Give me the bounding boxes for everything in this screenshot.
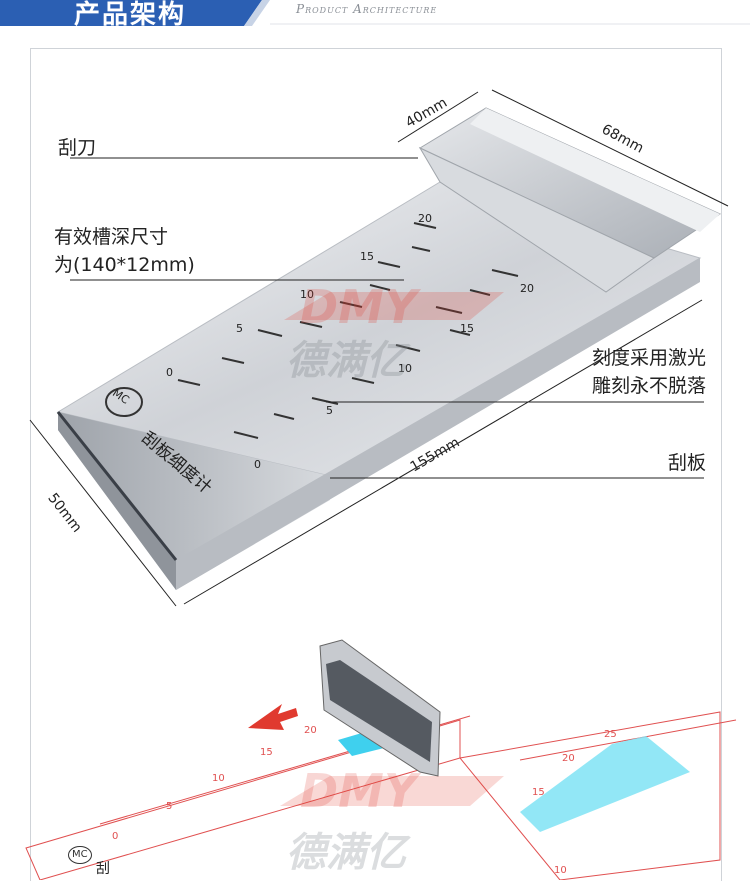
right-scale-ticks <box>233 269 519 439</box>
gauge-right-5: 5 <box>326 404 333 417</box>
watermark-brand: DMY <box>300 280 418 334</box>
mc-badge <box>105 387 143 417</box>
gauge-plate-side <box>58 412 176 590</box>
gauge-right-15: 15 <box>460 322 474 335</box>
diagram-left-15: 15 <box>260 747 273 758</box>
scraper-label: 刮刀 <box>58 137 97 159</box>
gauge-right-0: 0 <box>254 458 261 471</box>
watermark-cn: 德满亿 <box>286 338 406 384</box>
diagram-left-0: 0 <box>112 831 119 842</box>
groove-label-line1: 有效槽深尺寸 <box>54 226 169 248</box>
gauge-right-10: 10 <box>398 362 412 375</box>
gauge-left-5: 5 <box>236 322 243 335</box>
left-scale-ticks <box>177 222 437 386</box>
diagram-left-20: 20 <box>304 725 317 736</box>
gauge-right-20: 20 <box>520 282 534 295</box>
diagram-left-10: 10 <box>212 773 225 784</box>
diagram-badge-text: 刮 <box>96 861 110 877</box>
cyan-groove-right <box>520 736 690 832</box>
diagram-right-20: 20 <box>562 753 575 764</box>
gauge-left-0: 0 <box>166 366 173 379</box>
gauge-left-15: 15 <box>360 250 374 263</box>
laser-label-line2: 雕刻永不脱落 <box>591 375 706 397</box>
laser-label-line1: 刻度采用激光 <box>591 347 706 369</box>
direction-arrow <box>248 704 298 730</box>
diagram-left-5: 5 <box>166 801 173 812</box>
watermark-cn-2: 德满亿 <box>286 830 406 876</box>
watermark-brand-2: DMY <box>300 764 418 818</box>
dimension-lines <box>29 89 729 607</box>
diagram-right-25: 25 <box>604 729 617 740</box>
section-header: 产品架构 Product Architecture <box>0 0 750 30</box>
header-title: 产品架构 <box>74 0 187 30</box>
diagram-badge: MC <box>68 846 92 864</box>
diagram-right-10: 10 <box>554 865 567 876</box>
diagram-right-15: 15 <box>532 787 545 798</box>
gauge-left-10: 10 <box>300 288 314 301</box>
header-graphic <box>0 0 750 26</box>
plate-label: 刮板 <box>667 452 706 474</box>
gauge-plate-front <box>58 412 330 590</box>
watermark <box>284 292 504 320</box>
header-subtitle: Product Architecture <box>296 2 438 16</box>
groove-label-line2: 为(140*12mm) <box>54 254 195 276</box>
gauge-left-20: 20 <box>418 212 432 225</box>
